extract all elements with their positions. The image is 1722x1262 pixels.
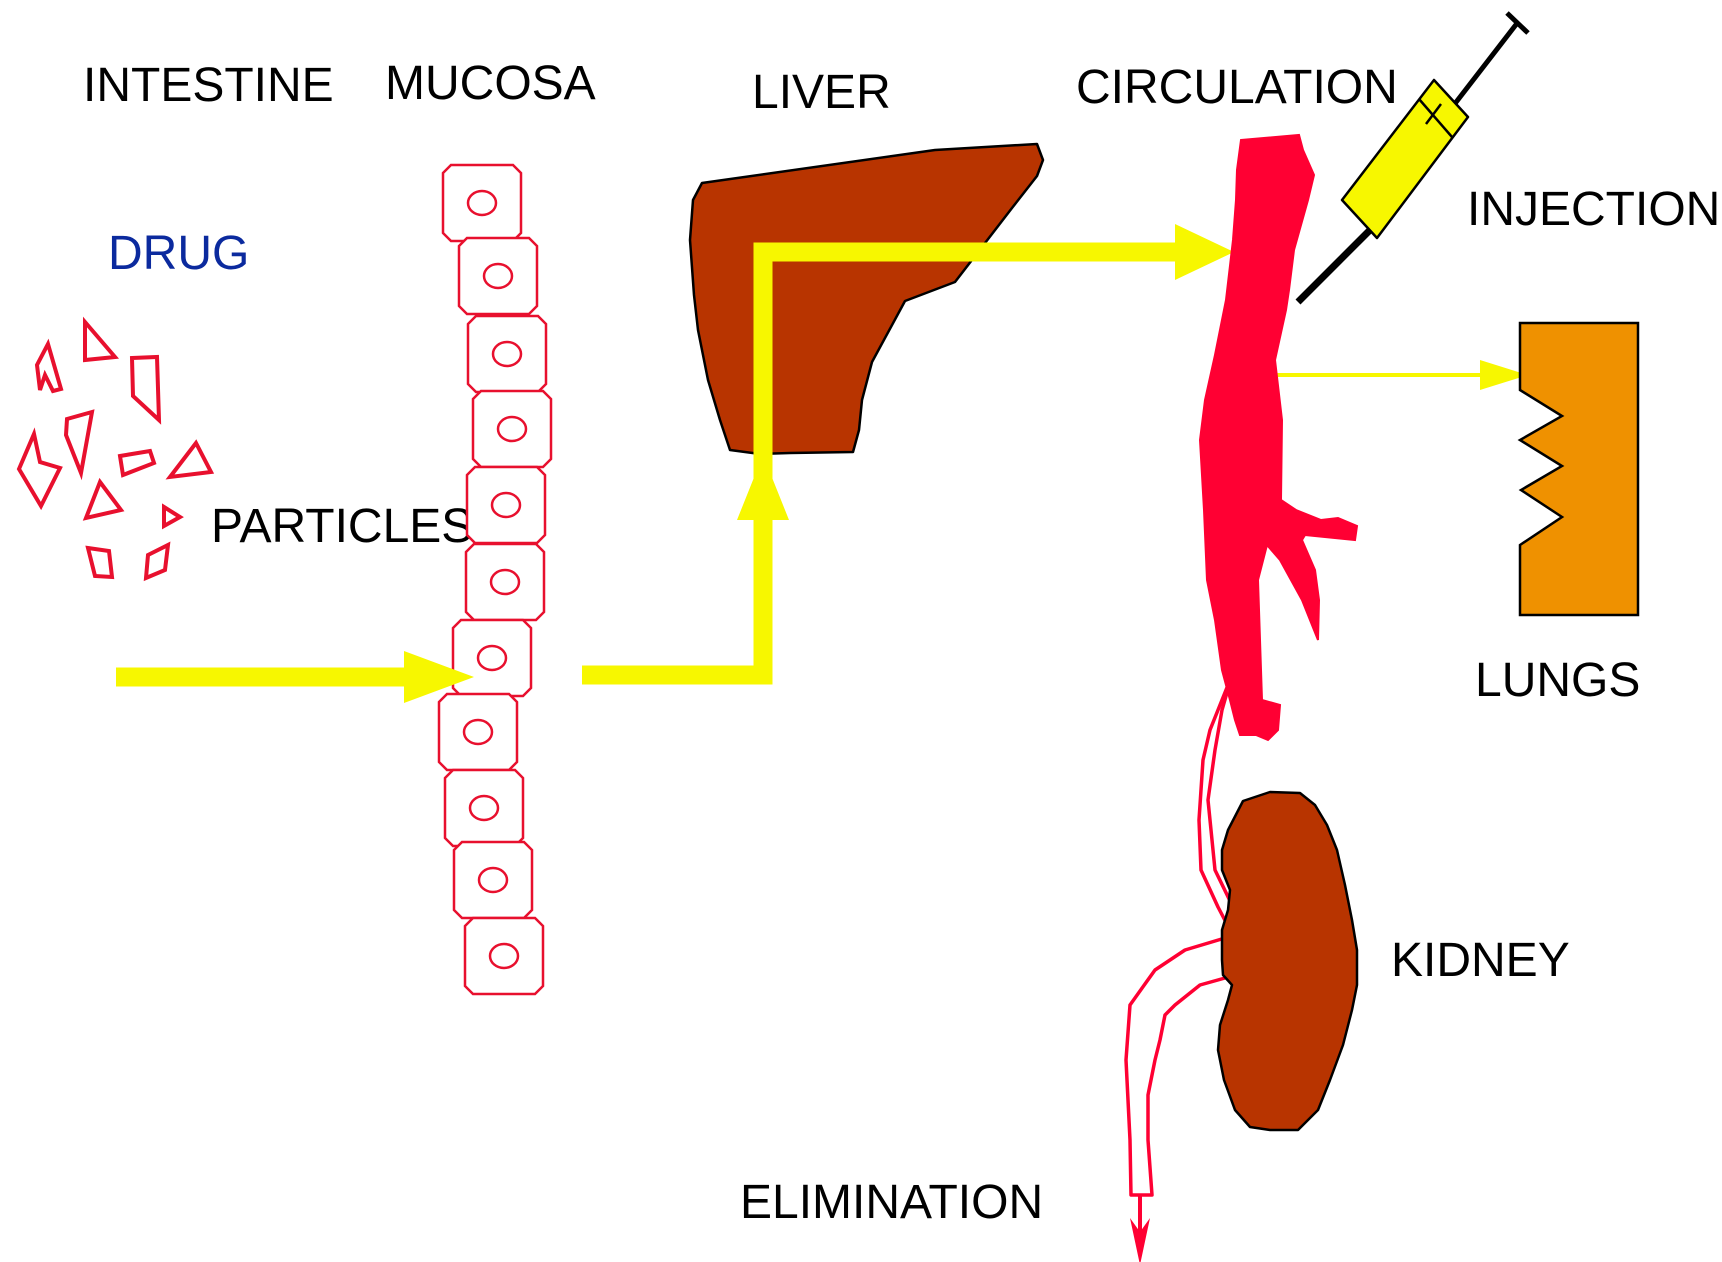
label-liver: LIVER	[752, 66, 891, 119]
mucosa-cell	[473, 391, 551, 467]
label-circulation: CIRCULATION	[1076, 61, 1398, 114]
liver-shape	[690, 144, 1043, 454]
label-particles: PARTICLES	[211, 500, 473, 553]
particle	[66, 412, 92, 473]
label-drug: DRUG	[108, 227, 249, 280]
mucosa-cell	[466, 544, 544, 620]
mucosa-cell	[439, 694, 517, 770]
label-injection: INJECTION	[1467, 183, 1720, 236]
particle	[19, 434, 60, 506]
drug-particles	[19, 322, 211, 578]
particle	[85, 322, 115, 360]
kidney-shape	[1218, 792, 1357, 1130]
particle	[164, 507, 180, 526]
particle	[170, 443, 211, 477]
mucosa-cell	[454, 842, 532, 918]
blood-vessel-shape	[1200, 135, 1357, 740]
particle	[86, 482, 121, 518]
mucosa-cells	[439, 165, 551, 994]
mucosa-cell	[453, 620, 531, 696]
lungs-shape	[1520, 323, 1638, 615]
mucosa-cell	[443, 165, 521, 241]
label-elimination: ELIMINATION	[740, 1176, 1043, 1229]
label-mucosa: MUCOSA	[385, 57, 596, 110]
mucosa-cell	[467, 467, 545, 543]
particle	[146, 545, 168, 578]
mucosa-cell	[445, 770, 523, 846]
mucosa-cell	[465, 918, 543, 994]
particle	[37, 344, 61, 391]
syringe-icon	[1298, 13, 1528, 302]
particle	[132, 357, 159, 420]
particle	[120, 451, 154, 475]
label-lungs: LUNGS	[1475, 654, 1640, 707]
particle	[88, 548, 112, 577]
label-kidney: KIDNEY	[1391, 934, 1570, 987]
label-intestine: INTESTINE	[83, 59, 334, 112]
mucosa-cell	[468, 316, 546, 392]
mucosa-cell	[459, 238, 537, 314]
